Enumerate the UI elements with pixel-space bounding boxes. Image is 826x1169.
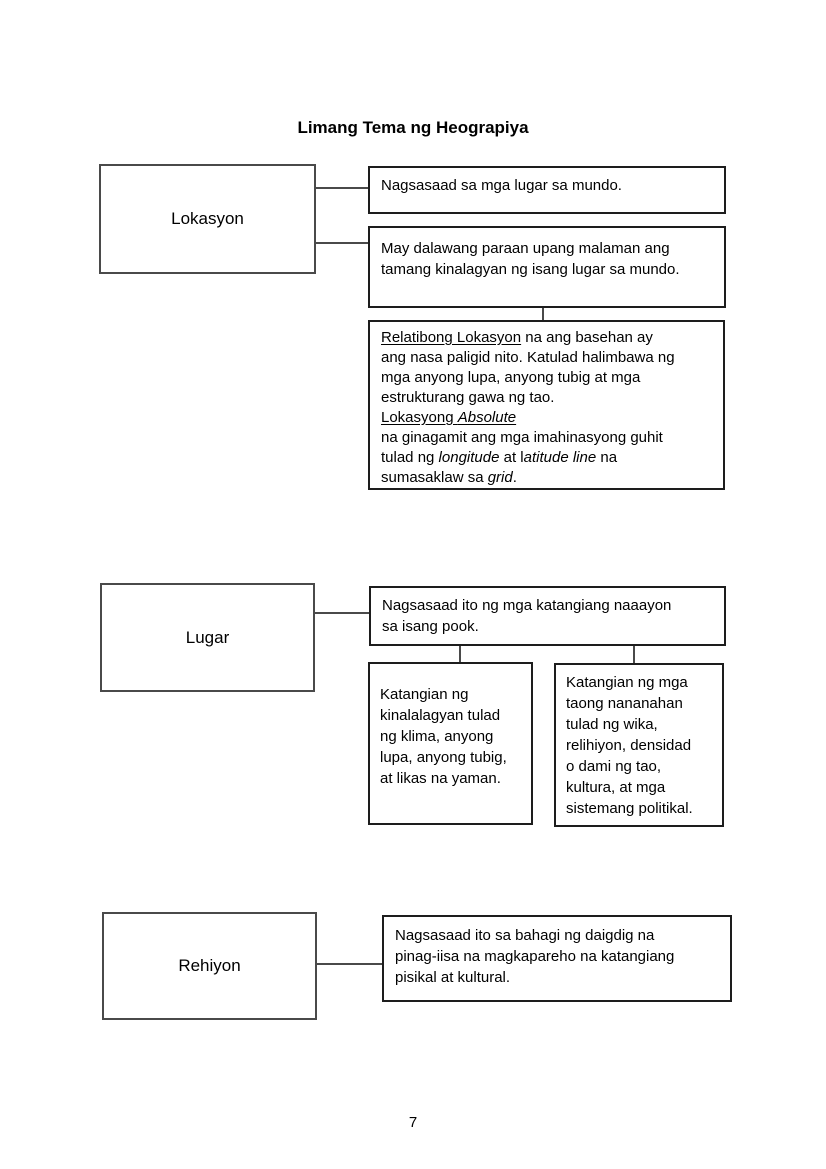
connector-lugar-desc1 xyxy=(315,612,369,614)
rehiyon-theme-box: Rehiyon xyxy=(102,912,317,1020)
lokasyon-desc-3-line3: mga anyong lupa, anyong tubig at mga xyxy=(381,369,641,386)
connector-lokasyon-desc2 xyxy=(316,242,368,244)
lokasyon-theme-box: Lokasyon xyxy=(99,164,316,274)
lokasyon-desc-3-line6: na ginagamit ang mga imahinasyong guhit xyxy=(381,429,663,446)
absolute-location-term-plain: Lokasyong xyxy=(381,409,458,426)
connector-lugar-subleft xyxy=(459,646,461,663)
lokasyon-desc-1-text: Nagsasaad sa mga lugar sa mundo. xyxy=(381,177,622,194)
lokasyon-desc-3-line7a: tulad ng xyxy=(381,449,439,466)
lokasyon-desc-3-line2: ang nasa paligid nito. Katulad halimbawa… xyxy=(381,349,675,366)
lokasyon-desc-3-line1: na ang basehan ay xyxy=(521,329,653,346)
connector-lokasyon-desc1 xyxy=(316,187,368,189)
absolute-location-term-italic: Absolute xyxy=(457,409,517,426)
lokasyon-desc-3-line4: estrukturang gawa ng tao. xyxy=(381,389,555,406)
lokasyon-desc-1: Nagsasaad sa mga lugar sa mundo. xyxy=(368,166,726,214)
lugar-label: Lugar xyxy=(185,627,230,647)
page-title: Limang Tema ng Heograpiya xyxy=(297,118,529,137)
rehiyon-label: Rehiyon xyxy=(178,956,241,975)
lokasyon-desc-3-line8b: . xyxy=(512,469,517,486)
lokasyon-label: Lokasyon xyxy=(171,209,244,228)
page-number: 7 xyxy=(408,1114,418,1131)
absolute-location-term: Lokasyong Absolute xyxy=(381,409,516,426)
connector-lokasyon-desc3 xyxy=(542,308,544,320)
grid-term: grid xyxy=(487,469,513,486)
lokasyon-desc-3-line7c: na xyxy=(596,449,618,466)
lugar-theme-box: Lugar xyxy=(100,583,315,692)
relative-location-term: Relatibong Lokasyon xyxy=(381,329,522,346)
latitude-line-term: atitude line xyxy=(523,449,597,466)
lokasyon-desc-3-line7b: at l xyxy=(499,449,524,466)
lokasyon-desc-3-line8a: sumasaklaw sa xyxy=(381,469,488,486)
connector-rehiyon-desc1 xyxy=(317,963,382,965)
connector-lugar-subright xyxy=(633,646,635,664)
longitude-term: longitude xyxy=(438,449,500,466)
lokasyon-desc-3: Relatibong Lokasyon na ang basehan ay an… xyxy=(368,320,725,490)
